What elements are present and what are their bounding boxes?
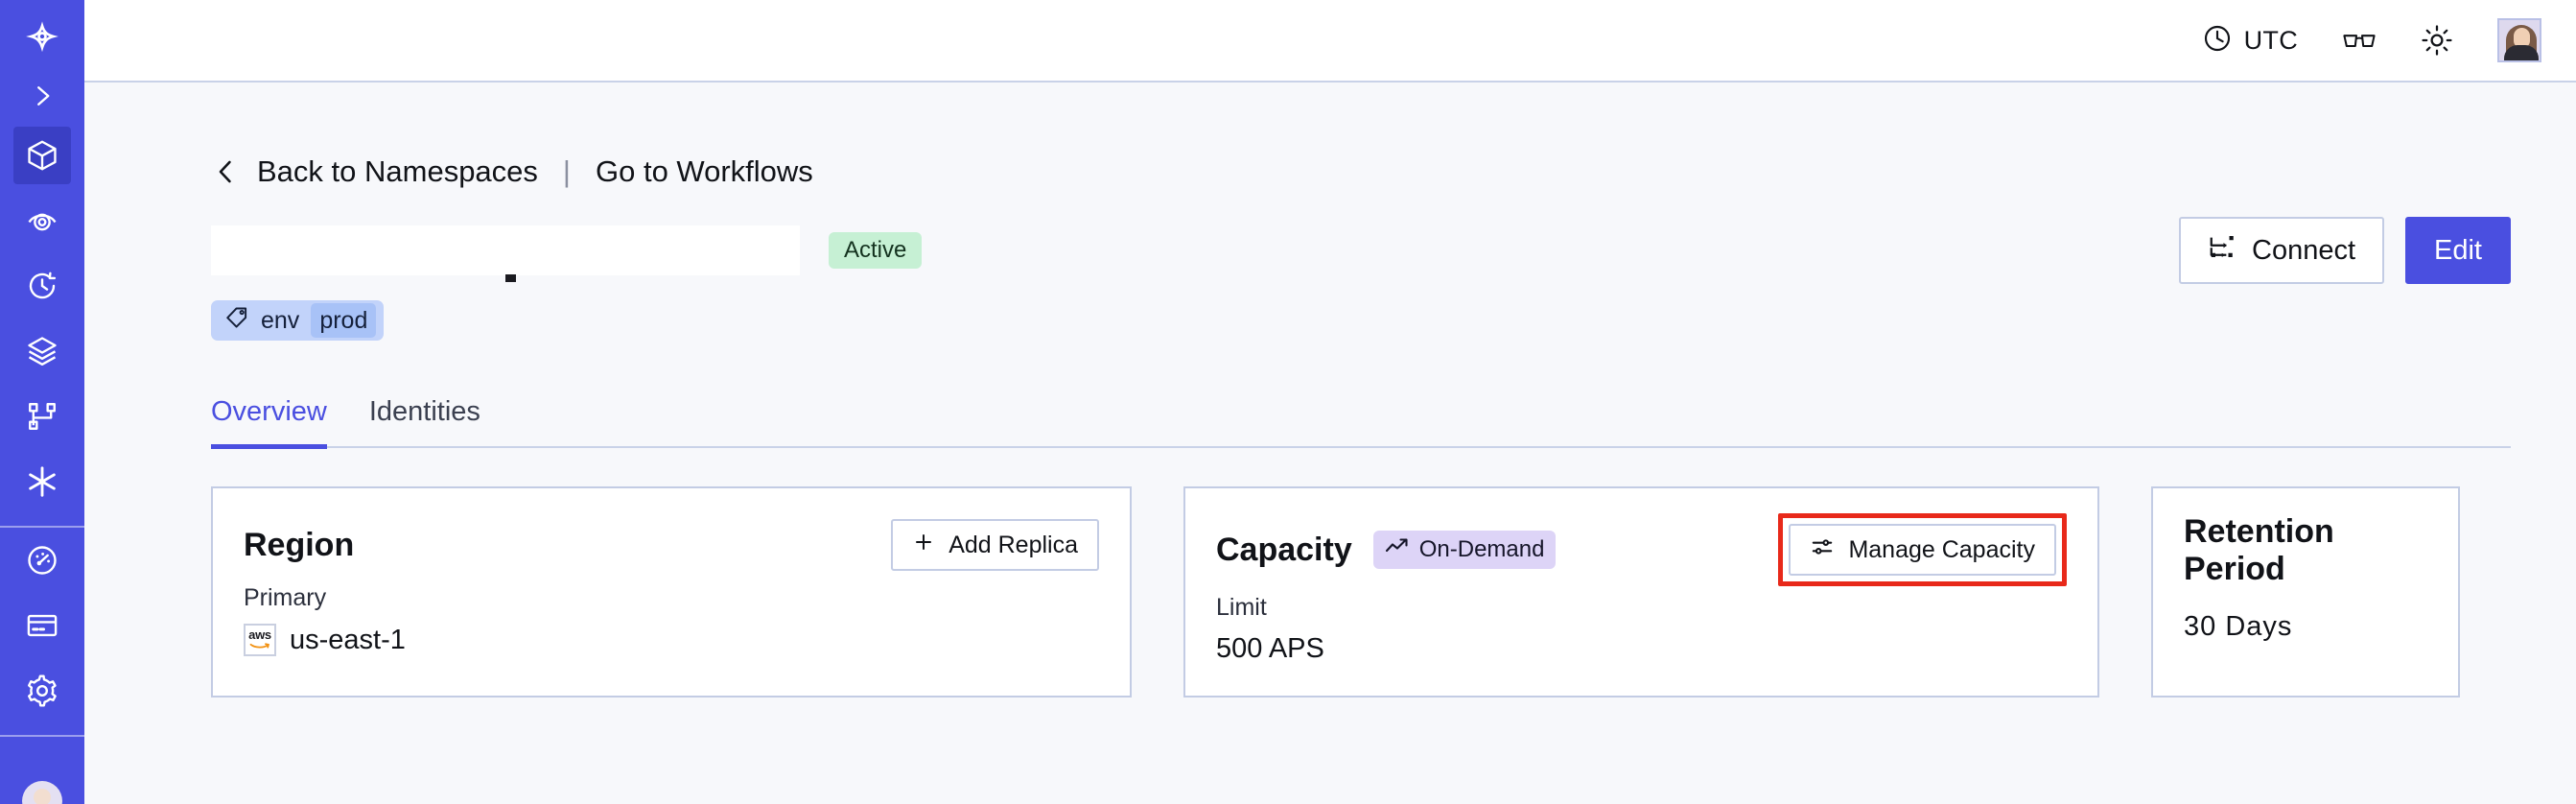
breadcrumb: Back to Namespaces | Go to Workflows xyxy=(211,154,2511,189)
layers-stack-icon xyxy=(25,334,59,368)
clock-icon xyxy=(2202,23,2233,59)
capacity-limit-label: Limit xyxy=(1216,594,1267,621)
glasses-icon[interactable] xyxy=(2342,26,2377,55)
sun-icon[interactable] xyxy=(2421,24,2453,57)
connect-button[interactable]: Connect xyxy=(2179,217,2385,284)
tab-identities[interactable]: Identities xyxy=(368,396,480,427)
top-bar: UTC xyxy=(84,0,2576,83)
manage-capacity-highlight: Manage Capacity xyxy=(1778,513,2067,586)
timezone-selector[interactable]: UTC xyxy=(2202,23,2298,59)
sidebar-item-namespaces[interactable] xyxy=(13,127,71,184)
retention-card-header: Retention Period xyxy=(2184,513,2427,588)
go-to-workflows-link[interactable]: Go to Workflows xyxy=(595,154,813,188)
trending-up-icon xyxy=(1385,535,1410,564)
main-area: UTC xyxy=(84,0,2576,804)
capacity-limit-value: 500 APS xyxy=(1216,633,1324,664)
tag-icon xyxy=(224,305,249,337)
back-to-namespaces-link[interactable]: Back to Namespaces xyxy=(257,154,538,188)
overview-cards: Region Add Replica xyxy=(211,486,2511,698)
user-avatar[interactable] xyxy=(2497,18,2541,62)
tag-value: prod xyxy=(311,303,377,338)
aws-wordmark: aws xyxy=(248,627,271,642)
sliders-icon xyxy=(1810,534,1835,566)
region-card: Region Add Replica xyxy=(211,486,1132,698)
avatar-body xyxy=(2504,45,2539,60)
aws-logo-icon: aws xyxy=(244,624,276,656)
asterisk-icon xyxy=(24,463,60,500)
avatar-face xyxy=(2514,28,2530,48)
sidebar-item-billing[interactable] xyxy=(13,597,71,654)
capacity-card-action: Manage Capacity xyxy=(1778,513,2067,586)
capacity-card: Capacity On-Demand xyxy=(1183,486,2099,698)
chevron-right-icon[interactable] xyxy=(13,73,71,119)
region-card-title: Region xyxy=(244,526,355,563)
sidebar-item-usage[interactable] xyxy=(13,532,71,589)
sidebar-item-workflows[interactable] xyxy=(13,388,71,445)
edit-button[interactable]: Edit xyxy=(2405,217,2511,284)
capacity-mode-label: On-Demand xyxy=(1418,536,1545,562)
capacity-card-header: Capacity On-Demand xyxy=(1216,513,2067,586)
region-card-header: Region Add Replica xyxy=(244,513,1099,577)
header-actions: Connect Edit xyxy=(2179,217,2511,284)
sidebar-item-layers[interactable] xyxy=(13,322,71,380)
tag-key: env xyxy=(261,306,300,334)
chevron-left-icon[interactable] xyxy=(211,155,240,188)
manage-capacity-label: Manage Capacity xyxy=(1848,535,2035,563)
sidebar-item-integrations[interactable] xyxy=(13,453,71,510)
add-replica-button[interactable]: Add Replica xyxy=(891,519,1099,571)
sidebar-item-observability[interactable] xyxy=(13,192,71,249)
status-badge: Active xyxy=(829,232,923,269)
region-primary-label: Primary xyxy=(244,584,327,611)
tag-chip-env[interactable]: env prod xyxy=(211,300,385,341)
usage-gauge-icon xyxy=(25,543,59,578)
sidebar-item-history[interactable] xyxy=(13,257,71,315)
connect-nodes-icon xyxy=(2208,232,2236,269)
manage-capacity-button[interactable]: Manage Capacity xyxy=(1789,524,2056,576)
sidebar-avatar[interactable] xyxy=(22,781,62,804)
retention-card: Retention Period 30 Days xyxy=(2151,486,2460,698)
aws-smile xyxy=(249,638,270,651)
plus-icon xyxy=(912,531,935,560)
region-card-action: Add Replica xyxy=(891,519,1099,571)
sidebar-item-settings[interactable] xyxy=(13,662,71,720)
page-title xyxy=(211,225,800,282)
sidebar-divider-1 xyxy=(0,526,84,528)
left-sidebar xyxy=(0,0,84,804)
region-primary-value-row: aws us-east-1 xyxy=(244,624,1099,656)
capacity-card-title: Capacity xyxy=(1216,531,1352,568)
region-primary-value: us-east-1 xyxy=(290,624,406,655)
connect-button-label: Connect xyxy=(2252,234,2356,266)
avatar-head xyxy=(34,789,51,804)
workflows-branch-icon xyxy=(26,400,59,433)
tab-overview[interactable]: Overview xyxy=(211,396,327,449)
tag-list: env prod xyxy=(211,300,2511,341)
tab-bar: Overview Identities xyxy=(211,389,2511,449)
sidebar-divider-2 xyxy=(0,735,84,737)
retention-card-title: Retention Period xyxy=(2184,513,2334,587)
namespace-title-row: Active xyxy=(211,217,2511,284)
title-redaction-speck xyxy=(505,274,516,282)
add-replica-label: Add Replica xyxy=(948,531,1078,558)
top-bar-actions: UTC xyxy=(2202,18,2541,62)
timezone-label: UTC xyxy=(2243,25,2298,55)
settings-gear-icon xyxy=(25,674,59,708)
observability-eye-icon xyxy=(25,203,59,238)
logo-icon[interactable] xyxy=(13,13,71,67)
page-content: Back to Namespaces | Go to Workflows Act… xyxy=(84,83,2576,804)
breadcrumb-separator: | xyxy=(562,154,571,188)
namespaces-cube-icon xyxy=(24,137,60,174)
capacity-mode-badge: On-Demand xyxy=(1372,531,1557,569)
billing-card-icon xyxy=(25,608,59,643)
retention-value: 30 Days xyxy=(2184,611,2293,642)
history-clock-icon xyxy=(25,269,59,303)
edit-button-label: Edit xyxy=(2434,234,2482,266)
